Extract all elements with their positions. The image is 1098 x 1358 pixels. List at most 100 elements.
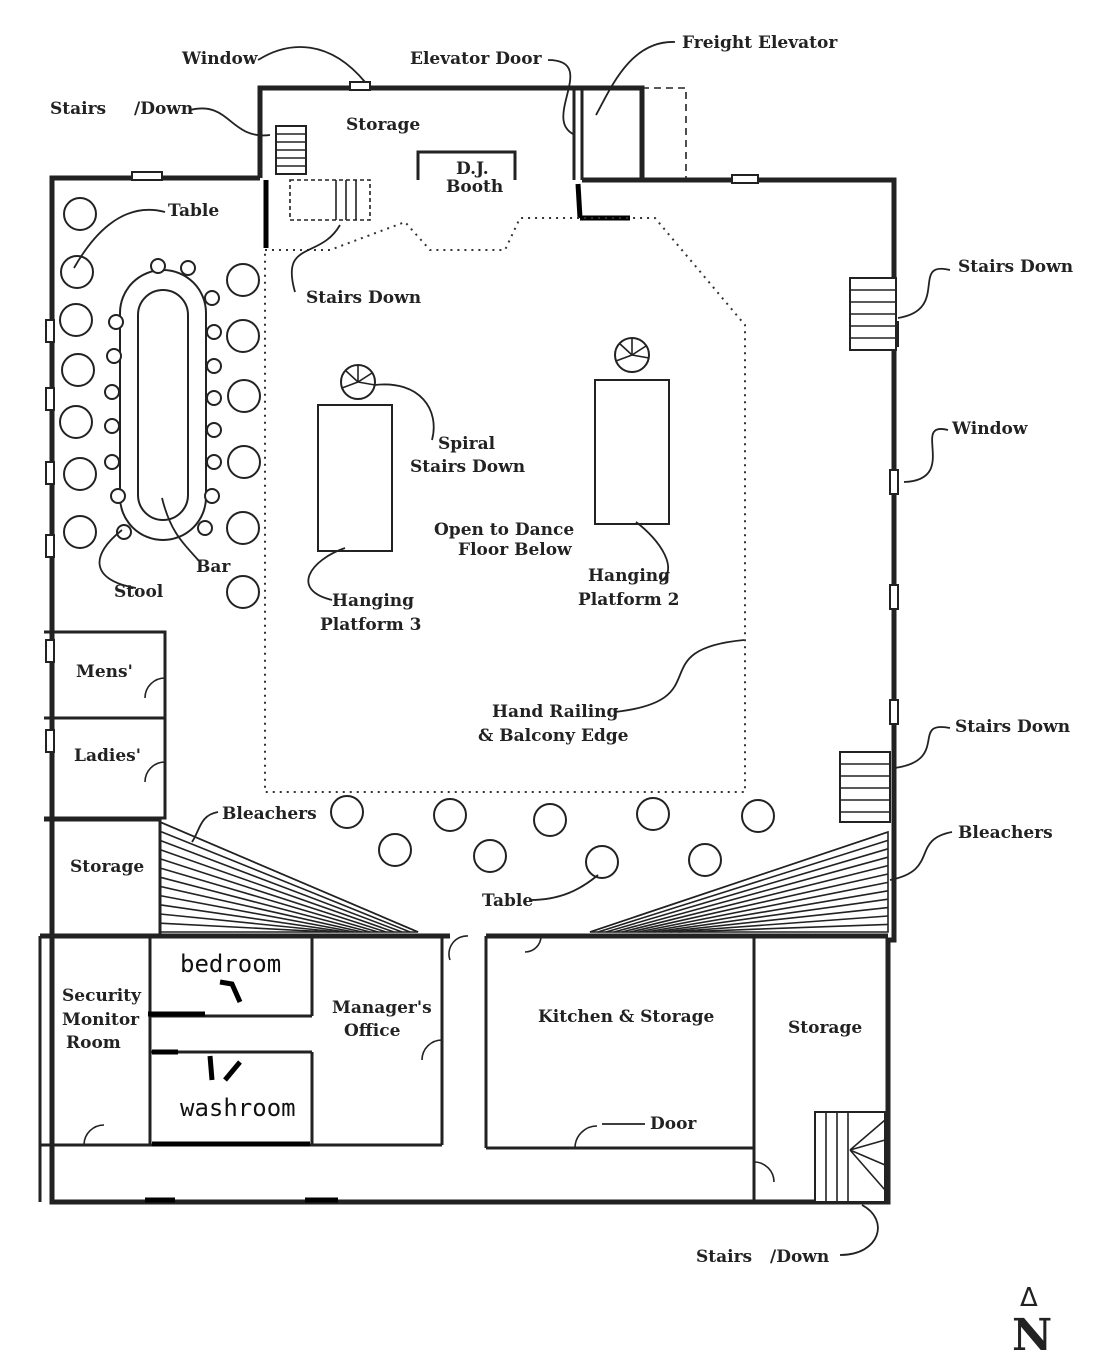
table: [226, 319, 260, 353]
label-railing-1: Hand Railing: [492, 702, 619, 722]
bleacher-row: [159, 848, 395, 933]
bleacher-row: [629, 873, 889, 933]
label-spiral-2: Stairs Down: [410, 457, 525, 477]
table: [60, 255, 94, 289]
bleacher-row: [597, 839, 889, 933]
bleacher-row: [613, 856, 889, 933]
table: [63, 515, 97, 549]
bar-stool: [110, 488, 126, 504]
table: [227, 379, 261, 413]
label-stairs-bottom: Stairs: [696, 1247, 752, 1267]
label-open-1: Open to Dance: [434, 520, 574, 540]
bleacher-row: [677, 923, 889, 933]
bar-stool: [104, 454, 120, 470]
table: [59, 405, 93, 439]
bleacher-row: [653, 898, 889, 933]
bleacher-row: [621, 864, 889, 933]
label-railing-2: & Balcony Edge: [478, 726, 629, 746]
label-mens: Mens': [76, 662, 133, 682]
label-open-2: Floor Below: [458, 540, 572, 560]
south-tables: [330, 795, 775, 879]
label-stairs-down-e: Stairs Down: [955, 717, 1070, 737]
label-hp3-1: Hanging: [332, 591, 414, 611]
label-manager-2: Office: [344, 1021, 401, 1041]
bar-area: [59, 197, 261, 609]
stairs-icons: [275, 125, 897, 1203]
label-stool: Stool: [114, 582, 164, 602]
label-washroom: washroom: [180, 1094, 296, 1122]
table: [227, 445, 261, 479]
label-table-nw: Table: [168, 201, 219, 221]
label-security-2: Monitor: [62, 1010, 140, 1030]
bleacher-row: [661, 906, 889, 933]
leader-lines: [73, 41, 953, 1256]
table: [63, 457, 97, 491]
label-bedroom: bedroom: [180, 950, 281, 978]
table: [741, 799, 775, 833]
bar-stool: [106, 348, 122, 364]
bleacher-row: [637, 881, 889, 933]
label-door: Door: [650, 1114, 697, 1134]
bleacher-row: [645, 890, 889, 933]
bleacher-row: [159, 894, 355, 933]
bar-stool: [204, 290, 220, 306]
table: [59, 303, 93, 337]
bleacher-row: [589, 831, 889, 933]
table: [226, 263, 260, 297]
bleachers: [159, 820, 889, 933]
bleacher-row: [159, 830, 411, 933]
table: [433, 798, 467, 832]
label-kitchen: Kitchen & Storage: [538, 1007, 714, 1027]
table: [688, 843, 722, 877]
label-north: N: [1012, 1310, 1052, 1358]
label-elevator-door: Elevator Door: [410, 49, 543, 69]
hand-drawn-marks: [145, 180, 630, 1203]
bar-stool: [206, 454, 222, 470]
spiral-stairs-icon: [340, 337, 650, 400]
label-stairs-bottom-down: /Down: [770, 1247, 829, 1267]
label-hp2-1: Hanging: [588, 566, 670, 586]
label-storage-top: Storage: [346, 115, 420, 135]
bar-stool: [150, 258, 166, 274]
table: [226, 575, 260, 609]
label-stairs-top-left: Stairs: [50, 99, 106, 119]
label-security-1: Security: [62, 986, 142, 1006]
table: [226, 511, 260, 545]
table: [473, 839, 507, 873]
bleacher-row: [159, 821, 419, 933]
label-dj-booth-2: Booth: [446, 177, 503, 197]
windows: [45, 81, 899, 753]
table: [636, 797, 670, 831]
bleacher-row: [159, 858, 387, 933]
table: [378, 833, 412, 867]
bar-stool: [116, 524, 132, 540]
label-window-east: Window: [951, 419, 1028, 439]
bleacher-row: [159, 922, 331, 933]
label-storage-se: Storage: [788, 1018, 862, 1038]
bleacher-row: [159, 876, 371, 933]
south-rooms: [38, 933, 888, 1202]
label-bleachers-w: Bleachers: [222, 804, 317, 824]
bleacher-row: [605, 848, 889, 933]
label-stairs-down-ne: Stairs Down: [958, 257, 1073, 277]
bleacher-row: [159, 839, 403, 933]
label-stairs-down-nw: Stairs Down: [306, 288, 421, 308]
label-table-s: Table: [482, 891, 533, 911]
bar-stool: [206, 358, 222, 374]
label-ladies: Ladies': [74, 746, 141, 766]
bar-stool: [206, 324, 222, 340]
bar-stool: [108, 314, 124, 330]
bar-stool: [206, 422, 222, 438]
label-dj-booth-1: D.J.: [456, 159, 489, 179]
bar-stool: [206, 390, 222, 406]
label-security-3: Room: [66, 1033, 121, 1053]
bar-stool: [104, 384, 120, 400]
table: [61, 353, 95, 387]
north-arrow-icon: Δ: [1020, 1283, 1038, 1313]
hanging-platform-3: [317, 404, 393, 552]
label-freight-elevator: Freight Elevator: [682, 33, 838, 53]
label-hp3-2: Platform 3: [320, 615, 421, 635]
outer-walls: [49, 85, 897, 1205]
bleacher-row: [159, 867, 379, 933]
